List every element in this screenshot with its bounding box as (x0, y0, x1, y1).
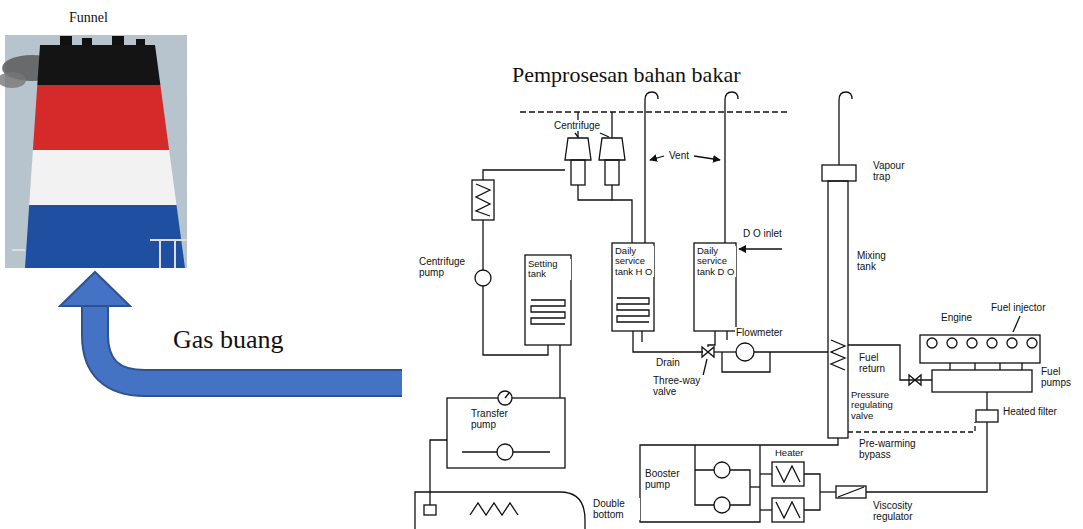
part-name: Fuel return (858, 352, 898, 374)
diagram-title: Pemprosesan bahan bakar (512, 62, 740, 88)
part-name: Flowmeter (735, 327, 784, 338)
tank-name: Setting tank (527, 259, 571, 280)
exhaust-arrow (60, 272, 402, 383)
part-name: Heated filter (1002, 406, 1058, 417)
part-name: Centrifuge (553, 120, 601, 131)
tank-name: Daily service tank H O (614, 246, 654, 277)
part-name: Booster pump (644, 468, 690, 490)
part-name: Fuel injector (990, 302, 1046, 313)
part-name: D O inlet (742, 228, 783, 239)
funnel-photo (0, 35, 187, 268)
part-name: Fuel pumps (1040, 366, 1080, 388)
part-name: Vent (668, 150, 690, 161)
flow-label: Gas buang (172, 326, 284, 355)
part-name: Pre-warming bypass (858, 438, 918, 460)
part-name: Viscosity regulator (872, 500, 932, 522)
part-name: Vapour trap (872, 160, 918, 182)
tank-name: Daily service tank D O (696, 246, 736, 277)
part-name: Engine (940, 312, 973, 323)
part-name: Double bottom (592, 498, 640, 520)
part-name: Heater (774, 448, 805, 458)
part-name: Centrifuge pump (418, 256, 474, 278)
part-name: Mixing tank (856, 250, 900, 272)
part-name: Transfer pump (470, 408, 534, 430)
part-name: Pressure regulating valve (850, 390, 910, 421)
part-name: Three-way valve (652, 375, 704, 397)
part-name: Drain (655, 357, 681, 368)
photo-caption: Funnel (68, 10, 109, 25)
piping-schematic (415, 92, 1040, 529)
